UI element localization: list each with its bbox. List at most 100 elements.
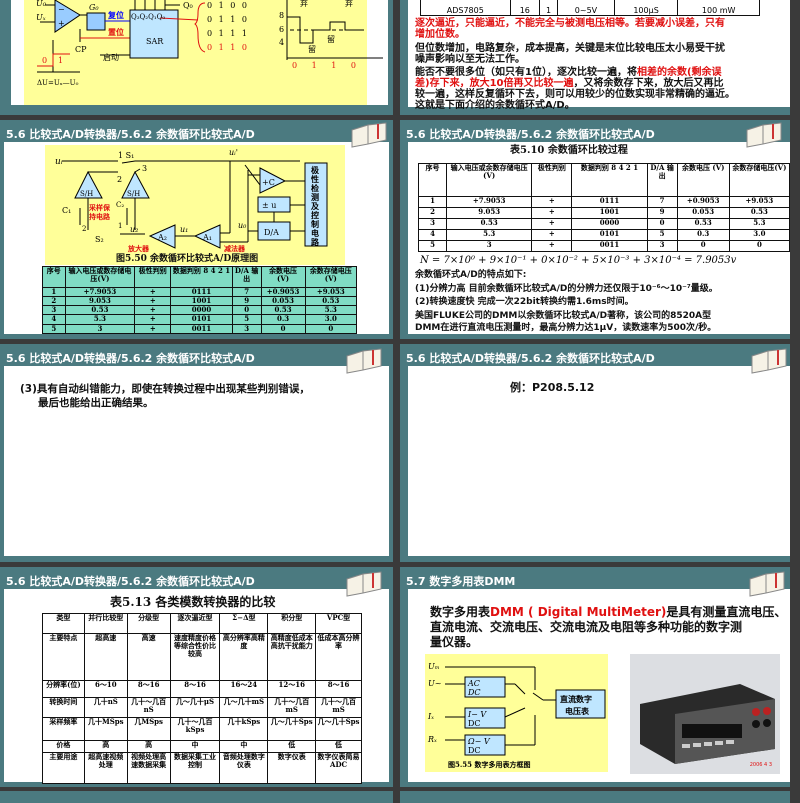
label-u0: u₀ bbox=[238, 221, 247, 230]
table-cell: 0101 bbox=[170, 314, 233, 325]
iv-label: I− V bbox=[467, 710, 487, 719]
table-cell: 3 bbox=[231, 323, 262, 335]
a1-label: A₁ bbox=[202, 233, 212, 242]
table-cell: 9 bbox=[646, 207, 678, 219]
table-cell: 几十～几百kSps bbox=[169, 717, 221, 741]
column-header: 积分型 bbox=[267, 613, 317, 634]
slide-example[interactable]: 5.6 比较式A/D转换器/5.6.2 余数循环比较式A/D 例：P208.5.… bbox=[400, 344, 790, 562]
dmm-photo: 2006 4 3 bbox=[630, 654, 780, 774]
table-cell: + bbox=[531, 218, 573, 230]
table-row: ADS7805 16 1 0~5V 100μS 100 mW bbox=[420, 0, 760, 16]
control-circuit-char: 电 bbox=[311, 228, 319, 238]
table-cell: 0 bbox=[260, 323, 306, 335]
table-cell: 0101 bbox=[571, 229, 648, 241]
column-header: 序号 bbox=[42, 266, 66, 288]
table-cell: 低 bbox=[315, 740, 362, 753]
cell: 100μS bbox=[613, 0, 679, 16]
table-title: 表5.10 余数循环比较过程 bbox=[510, 145, 628, 156]
comparator-label: +C bbox=[262, 178, 275, 187]
paragraph-line: 这就是下面介绍的余数循环式A/D。 bbox=[415, 100, 575, 111]
column-header: Σ−Δ型 bbox=[219, 613, 269, 634]
figure-caption: 图5.50 余数循环比较式A/D原理图 bbox=[116, 254, 259, 264]
table-cell: 7 bbox=[646, 196, 678, 208]
label-sh-circuit: 持电路 bbox=[89, 212, 111, 221]
a2-label: A₂ bbox=[157, 233, 167, 242]
table-cell: 价格 bbox=[42, 740, 85, 753]
table-cell: 高 bbox=[126, 740, 171, 753]
control-circuit-char: 控 bbox=[311, 210, 319, 220]
table-cell: 转换时间 bbox=[42, 697, 85, 718]
slide-header: 5.7 数字多用表DMM bbox=[406, 575, 516, 588]
table-cell: 低成本高分辨率 bbox=[315, 633, 362, 681]
feature-item: (1)分辨力高 目前余数循环比较式A/D的分辨力还仅限于10⁻⁶～10⁻⁷量级。 bbox=[415, 284, 718, 294]
slide-next-right[interactable] bbox=[400, 791, 790, 803]
features-title: 余数循环式A/D的特点如下: bbox=[415, 270, 527, 280]
paragraph-line: 但位数增加，电路复杂，成本提高，关键是末位比较电压太小易受干扰 bbox=[415, 43, 725, 54]
adc-spec-table: ADS7805 16 1 0~5V 100μS 100 mW bbox=[420, 0, 760, 16]
dvm-label: 直流数字 bbox=[560, 694, 592, 704]
table-cell: 0 bbox=[676, 240, 730, 252]
slide-sar-limitations[interactable]: ADS7805 16 1 0~5V 100μS 100 mW 逐次逼近，只能逼近… bbox=[400, 0, 790, 115]
slide-next-left[interactable] bbox=[0, 791, 393, 803]
photo-date: 2006 4 3 bbox=[749, 762, 772, 768]
cell: 0~5V bbox=[557, 0, 615, 16]
table-cell: 高速 bbox=[126, 633, 171, 681]
slide-sar-diagram[interactable]: U₀ Uₓ − + G₀ 复位 置位 Q₃Q₂Q₁Q₀ Q₀ SAR CP 启动… bbox=[0, 0, 393, 115]
column-header: 输入电压或余数存储电压 (V) bbox=[446, 163, 533, 197]
label-minus: − bbox=[58, 5, 65, 14]
table-cell: 低 bbox=[267, 740, 317, 753]
label-1: 1 bbox=[118, 222, 122, 230]
paragraph-line: 噪声影响以至无法工作。 bbox=[415, 54, 525, 65]
table-cell: 主要用途 bbox=[42, 752, 85, 784]
label-ui: uᵢ bbox=[55, 157, 63, 167]
code-row: 0 1 1 1 bbox=[207, 29, 249, 38]
table-cell: 5 bbox=[646, 229, 678, 241]
slide-residue-table[interactable]: 5.6 比较式A/D转换器/5.6.2 余数循环比较式A/D 表5.10 余数循… bbox=[400, 120, 790, 339]
slide-dmm[interactable]: 5.7 数字多用表DMM 数字多用表DMM ( Digital MultiMet… bbox=[400, 567, 790, 787]
column-header: 余数电压 (V) bbox=[676, 163, 730, 197]
delta-label: ΔU=Uₓ—U₀ bbox=[37, 79, 79, 87]
control-circuit-char: 及 bbox=[311, 201, 320, 211]
label-sh1: S/H bbox=[80, 190, 93, 198]
table-cell: 数字仪表简易ADC bbox=[315, 752, 362, 784]
table-cell: 0.053 bbox=[676, 207, 730, 219]
table-cell: 0 bbox=[728, 240, 790, 252]
table-cell: 0 bbox=[646, 218, 678, 230]
label-3: 3 bbox=[142, 164, 147, 173]
iv-label: DC bbox=[468, 719, 481, 728]
table-cell: 16～24 bbox=[219, 680, 269, 698]
control-circuit-char: 检 bbox=[311, 183, 319, 193]
table-cell: 8～16 bbox=[315, 680, 362, 698]
table-cell: + bbox=[531, 207, 573, 219]
slide-error-correction[interactable]: 5.6 比较式A/D转换器/5.6.2 余数循环比较式A/D (3)具有自动纠错… bbox=[0, 344, 393, 562]
table-cell: 5.3 bbox=[728, 218, 790, 230]
control-circuit-char: 制 bbox=[311, 219, 319, 229]
cell: ADS7805 bbox=[420, 0, 511, 16]
table-cell: 8～16 bbox=[126, 680, 171, 698]
y-tick-8: 8 bbox=[279, 11, 284, 20]
table-cell: 几十MSps bbox=[83, 717, 128, 741]
sar-diagram-area bbox=[24, 0, 367, 105]
table-cell: 采样频率 bbox=[42, 717, 85, 741]
table-cell: + bbox=[134, 286, 172, 297]
step-one: 1 bbox=[58, 56, 63, 65]
slide-residue-diagram[interactable]: 5.6 比较式A/D转换器/5.6.2 余数循环比较式A/D uᵢ bbox=[0, 120, 393, 339]
slide-header: 5.6 比较式A/D转换器/5.6.2 余数循环比较式A/D bbox=[6, 128, 255, 141]
label-ux: Uₓ bbox=[36, 13, 46, 22]
cell: 16 bbox=[509, 0, 541, 16]
dvm-label: 电压表 bbox=[565, 706, 590, 716]
label-u0: U₀ bbox=[36, 0, 47, 8]
pm-u-label: ± u bbox=[262, 201, 276, 210]
label-set: 置位 bbox=[108, 27, 124, 37]
slide-adc-comparison[interactable]: 5.6 比较式A/D转换器/5.6.2 余数循环比较式A/D 表5.13 各类模… bbox=[0, 567, 393, 787]
table-cell: + bbox=[134, 314, 172, 325]
